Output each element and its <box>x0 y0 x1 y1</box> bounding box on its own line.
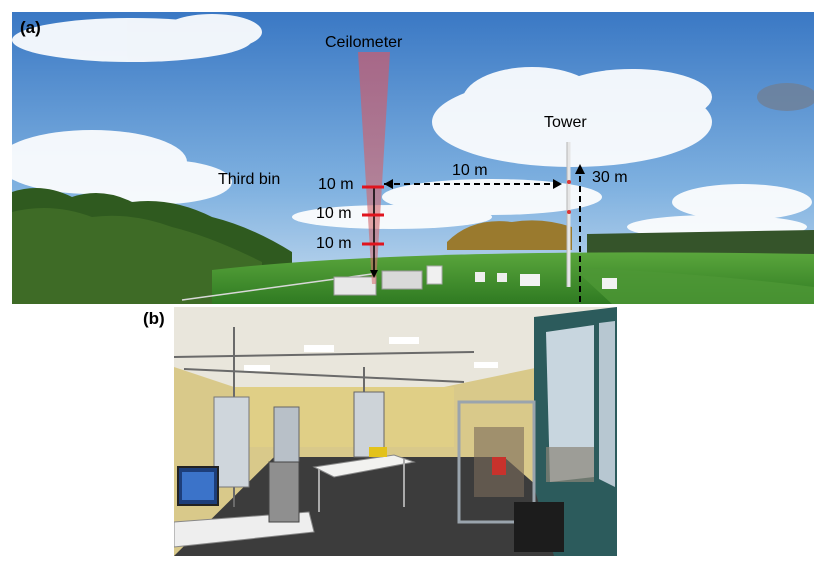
window-glass <box>546 325 594 482</box>
back-wall <box>234 387 454 447</box>
ceilometer-label: Ceilometer <box>325 34 403 51</box>
ceilometer-beam <box>358 52 390 284</box>
instrument-racks <box>213 391 536 524</box>
bin-label-middle: 10 m <box>316 205 352 222</box>
panel-a-label: (a) <box>20 18 41 37</box>
tower-label: Tower <box>544 114 587 131</box>
third-bin-label: Third bin <box>218 171 281 188</box>
clouds <box>12 14 812 239</box>
panel-b-label: (b) <box>143 309 165 328</box>
instrument-containers <box>333 265 617 296</box>
distance-label: 10 m <box>452 162 488 179</box>
panel-a-photo: (a) Ceilometer Tower Third bin 10 m 10 m… <box>12 12 814 304</box>
bin-label-top: 10 m <box>318 176 354 193</box>
tower-height-label: 30 m <box>592 169 628 186</box>
instrument-cabinet <box>268 461 300 523</box>
laboratory-scene <box>174 307 617 556</box>
autumn-trees <box>447 220 572 250</box>
bin-label-bottom: 10 m <box>316 235 352 252</box>
ceiling <box>174 307 617 387</box>
field-site-scene <box>12 12 814 304</box>
foreground-equipment <box>514 502 564 552</box>
panel-b-photo <box>174 307 617 556</box>
tower <box>566 142 571 287</box>
bin-markers <box>362 185 384 246</box>
